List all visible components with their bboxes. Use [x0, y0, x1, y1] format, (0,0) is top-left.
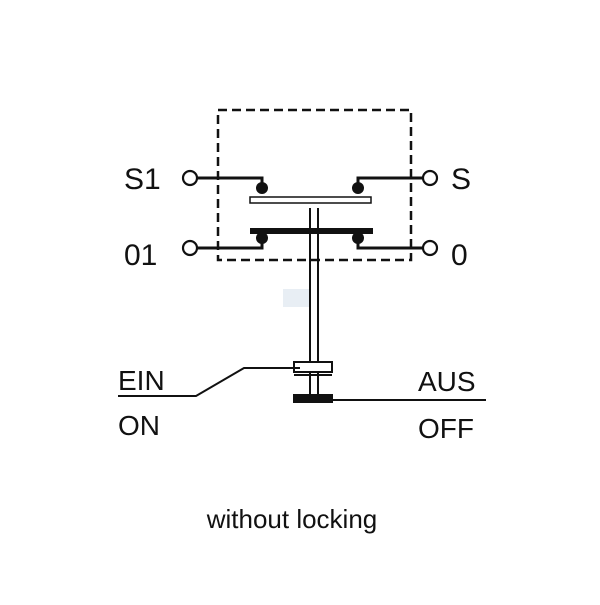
- lead-0: [356, 240, 423, 250]
- label-on: ON: [118, 410, 160, 441]
- contact-dot-bottom-left: [256, 232, 268, 244]
- caption: without locking: [206, 504, 378, 534]
- lead-s1: [197, 176, 264, 186]
- terminal-01: [181, 239, 199, 257]
- label-off: OFF: [418, 413, 474, 444]
- contact-dot-top-left: [256, 182, 268, 194]
- contact-dot-bottom-right: [352, 232, 364, 244]
- label-s1: S1: [124, 163, 161, 196]
- label-s: S: [451, 163, 471, 196]
- terminal-s: [421, 169, 439, 187]
- terminal-0: [421, 239, 439, 257]
- switch-housing: [216, 108, 413, 262]
- base-bar: [293, 394, 333, 403]
- bridge-top: [249, 196, 372, 204]
- faint-mark: [283, 289, 309, 307]
- label-aus: AUS: [418, 366, 476, 397]
- label-0: 0: [451, 239, 468, 272]
- bridge-bottom: [250, 228, 373, 234]
- terminal-s1: [181, 169, 199, 187]
- lever-on: [118, 367, 300, 397]
- contact-dot-top-right: [352, 182, 364, 194]
- lead-01: [197, 240, 264, 250]
- label-ein: EIN: [118, 365, 165, 396]
- label-01: 01: [124, 239, 157, 272]
- lead-s: [356, 176, 423, 186]
